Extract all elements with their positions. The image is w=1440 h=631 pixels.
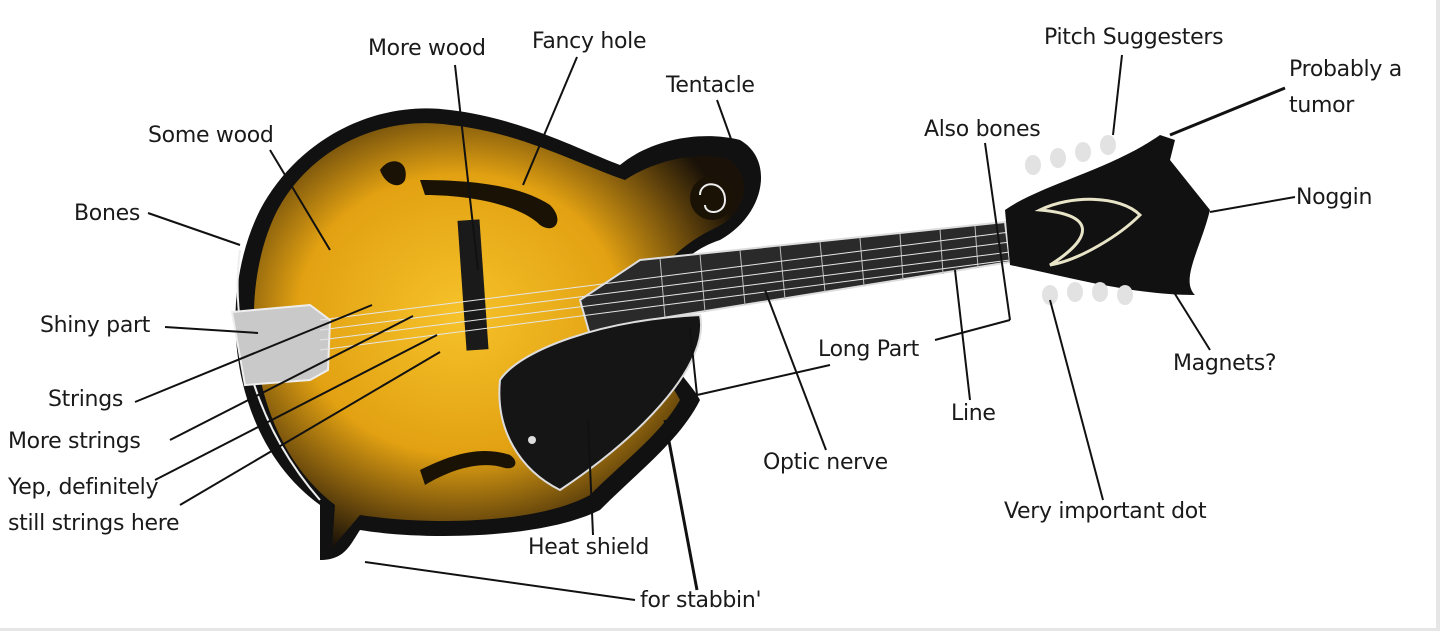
label-strings: Strings bbox=[48, 387, 124, 412]
label-magnets: Magnets? bbox=[1173, 351, 1277, 376]
label-more-strings: More strings bbox=[8, 429, 141, 454]
label-some-wood: Some wood bbox=[148, 123, 274, 148]
label-more-wood: More wood bbox=[368, 36, 486, 61]
pickguard-screw bbox=[528, 436, 536, 444]
label-tumor-line1: Probably a bbox=[1289, 57, 1402, 82]
label-bones: Bones bbox=[74, 201, 140, 226]
label-fancy-hole: Fancy hole bbox=[532, 29, 647, 54]
label-noggin: Noggin bbox=[1296, 185, 1373, 210]
label-shiny-part: Shiny part bbox=[40, 313, 151, 338]
label-also-bones: Also bones bbox=[924, 117, 1041, 142]
label-very-important-dot: Very important dot bbox=[1004, 499, 1207, 524]
label-long-part: Long Part bbox=[818, 337, 919, 362]
tuners bbox=[1025, 135, 1133, 305]
bridge bbox=[457, 219, 489, 351]
label-for-stabbin: for stabbin' bbox=[640, 588, 762, 613]
frets bbox=[659, 225, 979, 319]
bottom-border bbox=[0, 628, 1440, 631]
inlay bbox=[1034, 197, 1143, 267]
right-border bbox=[1436, 0, 1440, 631]
headstock bbox=[1005, 135, 1210, 295]
label-tentacle: Tentacle bbox=[666, 73, 755, 98]
label-optic-nerve: Optic nerve bbox=[763, 450, 888, 475]
label-heat-shield: Heat shield bbox=[528, 535, 650, 560]
label-yep-line1: Yep, definitely bbox=[8, 475, 159, 500]
label-line: Line bbox=[951, 401, 996, 426]
f-hole-lower bbox=[420, 450, 516, 485]
label-pitch-suggesters: Pitch Suggesters bbox=[1044, 25, 1224, 50]
pickguard bbox=[498, 313, 703, 492]
scroll bbox=[690, 176, 734, 220]
label-yep-line2: still strings here bbox=[8, 511, 180, 536]
label-tumor-line2: tumor bbox=[1289, 93, 1355, 118]
tailpiece bbox=[230, 303, 332, 387]
leader-lines bbox=[134, 54, 1296, 601]
